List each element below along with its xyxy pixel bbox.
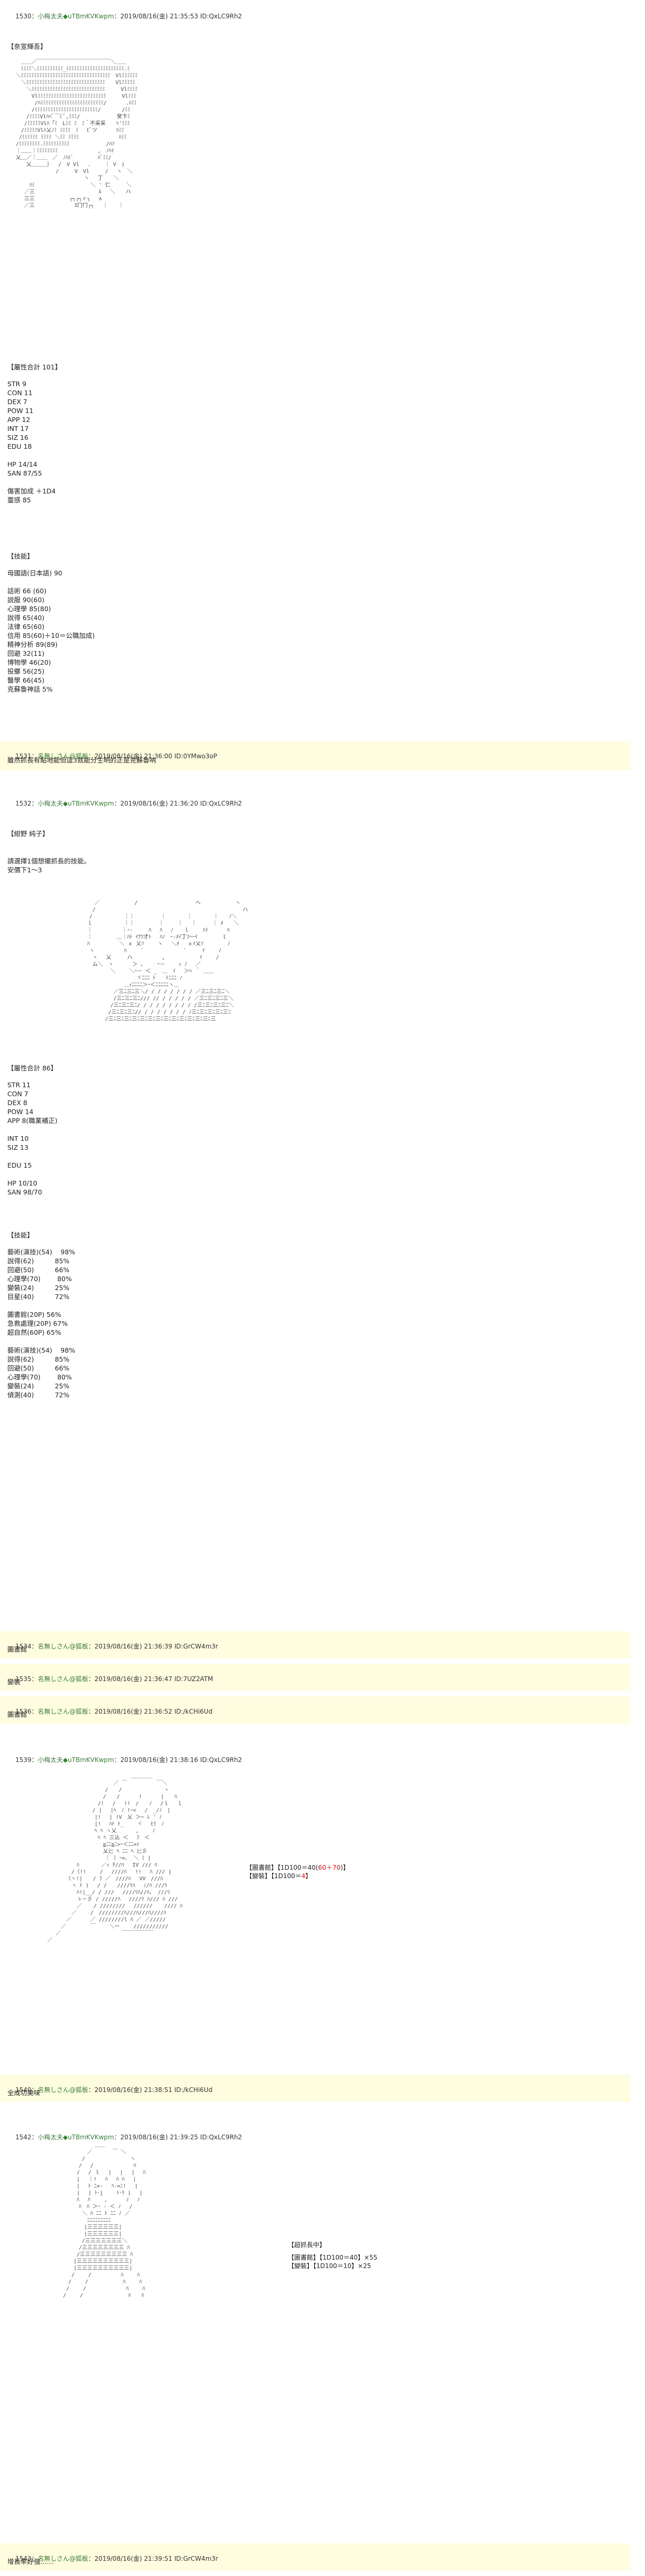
post-meta: ：2019/08/16(金) 21:38:16 ID:QxLC9Rh2	[113, 1756, 242, 1764]
post-meta: ：2019/08/16(金) 21:36:52 ID:/kCHi6Ud	[88, 1708, 213, 1715]
skills-block: 母國語(日本語) 90 話術 66 (60) 説服 90(60) 心理學 85(…	[7, 569, 95, 693]
post-number: 1542：	[15, 2134, 38, 2141]
post-number: 1543：	[15, 2555, 38, 2562]
post-meta: ：2019/08/16(金) 21:36:47 ID:7UZ2ATM	[88, 1675, 213, 1683]
skills-title: 【技能】	[7, 1231, 34, 1239]
dice-text-end: 】	[305, 1872, 312, 1880]
poster-name[interactable]: 名無しさん@狐板	[37, 2555, 88, 2562]
poster-name[interactable]: 小梅太夫	[37, 1756, 63, 1764]
post-number: 1535：	[15, 1675, 38, 1683]
post-1534: 1534：名無しさん@狐板：2019/08/16(金) 21:36:39 ID:…	[0, 1631, 630, 1658]
dice-result-library: 【圖書館】【1D100＝40(60＋70)】	[246, 1863, 349, 1872]
intro-text: 請選擇1個想擺抓長的技能。 安價下1～3	[7, 857, 90, 874]
poster-name[interactable]: 小梅太夫	[37, 800, 63, 807]
poster-trip: ◆uTBmKVKwpm	[63, 13, 114, 20]
ascii-art: ＿＿／￣￣￣￣￣￣￣￣￣￣￣￣￣￣＼＿＿ ﾐﾐﾐﾐ＼ﾐﾐﾐﾐﾐﾐﾐﾐﾐﾐ_ﾐﾐﾐ…	[15, 59, 138, 209]
poster-name[interactable]: 小梅太夫	[37, 13, 63, 20]
dice-value-red: 60＋70	[318, 1864, 341, 1871]
post-text: 圖書館	[7, 1645, 27, 1653]
dice-value-red: 4	[301, 1872, 306, 1880]
post-meta: ：2019/08/16(金) 21:36:20 ID:QxLC9Rh2	[113, 800, 242, 807]
post-number: 1536：	[15, 1708, 38, 1715]
poster-trip: ◆uTBmKVKwpm	[63, 2134, 114, 2141]
post-text: 圖書館	[7, 1711, 27, 1718]
skills-title: 【技能】	[7, 552, 34, 560]
stats-title: 【屬性合計 86】	[7, 1064, 57, 1072]
post-1536: 1536：名無しさん@狐板：2019/08/16(金) 21:36:52 ID:…	[0, 1696, 630, 1724]
post-number: 1532：	[15, 800, 38, 807]
stats-block: STR 11 CON 7 DEX 8 POW 14 APP 8(職業補正) IN…	[7, 1081, 58, 1196]
poster-name[interactable]: 名無しさん@狐板	[37, 1708, 88, 1715]
dice-result-disguise: 【變裝】【1D100＝4】	[246, 1872, 311, 1880]
post-number: 1531：	[15, 753, 38, 760]
post-meta: ：2019/08/16(金) 21:39:51 ID:GrCW4m3r	[88, 2555, 219, 2562]
post-header: 1536：名無しさん@狐板：2019/08/16(金) 21:36:52 ID:…	[7, 1699, 212, 1723]
post-number: 1534：	[15, 1643, 38, 1650]
poster-trip: ◆uTBmKVKwpm	[63, 1756, 114, 1764]
post-text: 變裝	[7, 1678, 21, 1686]
post-meta: ：2019/08/16(金) 21:39:25 ID:QxLC9Rh2	[113, 2134, 242, 2141]
character-title: 【紺野 純子】	[7, 830, 49, 838]
post-text: 增長率好強……	[7, 2558, 54, 2565]
character-title: 【奈宣輝吾】	[7, 43, 47, 50]
post-number: 1530：	[15, 13, 38, 20]
post-meta: ：2019/08/16(金) 21:36:00 ID:0YMwo3oP	[88, 753, 217, 760]
post-text: 全成功美味	[7, 2089, 40, 2097]
ascii-art: ／ / ヘ ヽ / ハ / ｜｜ ｜ ｜ ｜ ﾉ＼ ｌ ｜｜ ｜ ｜ ｜ ｜ ﾒ…	[87, 900, 248, 1022]
post-header: 1540：名無しさん@狐板：2019/08/16(金) 21:38:51 ID:…	[7, 2078, 212, 2101]
dice-text: 【變裝】【1D100＝	[246, 1872, 301, 1880]
post-header: 1531：名無しさん@狐板：2019/08/16(金) 21:36:00 ID:…	[7, 744, 217, 768]
skills-block: 藝術(演技)(54) 98% 說得(62) 85% 回避(50) 66% 心理學…	[7, 1248, 76, 1399]
poster-name[interactable]: 名無しさん@狐板	[37, 1643, 88, 1650]
post-meta: ：2019/08/16(金) 21:35:53 ID:QxLC9Rh2	[113, 13, 242, 20]
ascii-art: ＿＿ ／ ￣ ＼ / ヽ / / ﾊ / / ｌ | | | ﾊ | ｜! ﾊ …	[63, 2142, 146, 2299]
poster-name[interactable]: 名無しさん@狐板	[37, 1675, 88, 1683]
poster-trip: ◆uTBmKVKwpm	[63, 800, 114, 807]
post-meta: ：2019/08/16(金) 21:36:39 ID:GrCW4m3r	[88, 1643, 219, 1650]
post-1543: 1543：名無しさん@狐板：2019/08/16(金) 21:39:51 ID:…	[0, 2543, 630, 2571]
poster-name[interactable]: 名無しさん@狐板	[37, 2086, 88, 2094]
side-status-title: 【超抓長中】	[288, 2241, 326, 2249]
post-1535: 1535：名無しさん@狐板：2019/08/16(金) 21:36:47 ID:…	[0, 1664, 630, 1691]
post-header: 1532：小梅太夫◆uTBmKVKwpm：2019/08/16(金) 21:36…	[7, 791, 242, 815]
post-number: 1540：	[15, 2086, 38, 2094]
dice-result-library: 【圖書館】【1D100＝40】×55	[288, 2254, 378, 2261]
post-header: 1535：名無しさん@狐板：2019/08/16(金) 21:36:47 ID:…	[7, 1667, 213, 1691]
poster-name[interactable]: 名無しさん@狐板	[37, 753, 88, 760]
post-header: 1539：小梅太夫◆uTBmKVKwpm：2019/08/16(金) 21:38…	[7, 1748, 242, 1771]
dice-result-disguise: 【變裝】【1D100＝10】×25	[288, 2262, 371, 2270]
post-number: 1539：	[15, 1756, 38, 1764]
post-header: 1530：小梅太夫◆uTBmKVKwpm：2019/08/16(金) 21:35…	[7, 4, 242, 28]
post-header: 1543：名無しさん@狐板：2019/08/16(金) 21:39:51 ID:…	[7, 2547, 218, 2570]
post-meta: ：2019/08/16(金) 21:38:51 ID:/kCHi6Ud	[88, 2086, 213, 2094]
stats-block: STR 9 CON 11 DEX 7 POW 11 APP 12 INT 17 …	[7, 380, 56, 504]
post-text: 雖然抓長有點地能但這3就能分生明的正是克蘇魯呐	[7, 756, 156, 764]
ascii-art: ＿＿＿＿ ／ ￣ ￣＼ / / ヽ / / ! | ﾊ /! / !! / ﾉ …	[47, 1774, 183, 1943]
stats-title: 【屬性合計 101】	[7, 363, 61, 371]
post-header: 1542：小梅太夫◆uTBmKVKwpm：2019/08/16(金) 21:39…	[7, 2125, 242, 2149]
post-header: 1534：名無しさん@狐板：2019/08/16(金) 21:36:39 ID:…	[7, 1634, 218, 1658]
dice-text-end: )】	[340, 1864, 349, 1871]
post-1540: 1540：名無しさん@狐板：2019/08/16(金) 21:38:51 ID:…	[0, 2075, 630, 2102]
poster-name[interactable]: 小梅太夫	[37, 2134, 63, 2141]
post-1531: 1531：名無しさん@狐板：2019/08/16(金) 21:36:00 ID:…	[0, 741, 630, 770]
dice-text: 【圖書館】【1D100＝40(	[246, 1864, 318, 1871]
